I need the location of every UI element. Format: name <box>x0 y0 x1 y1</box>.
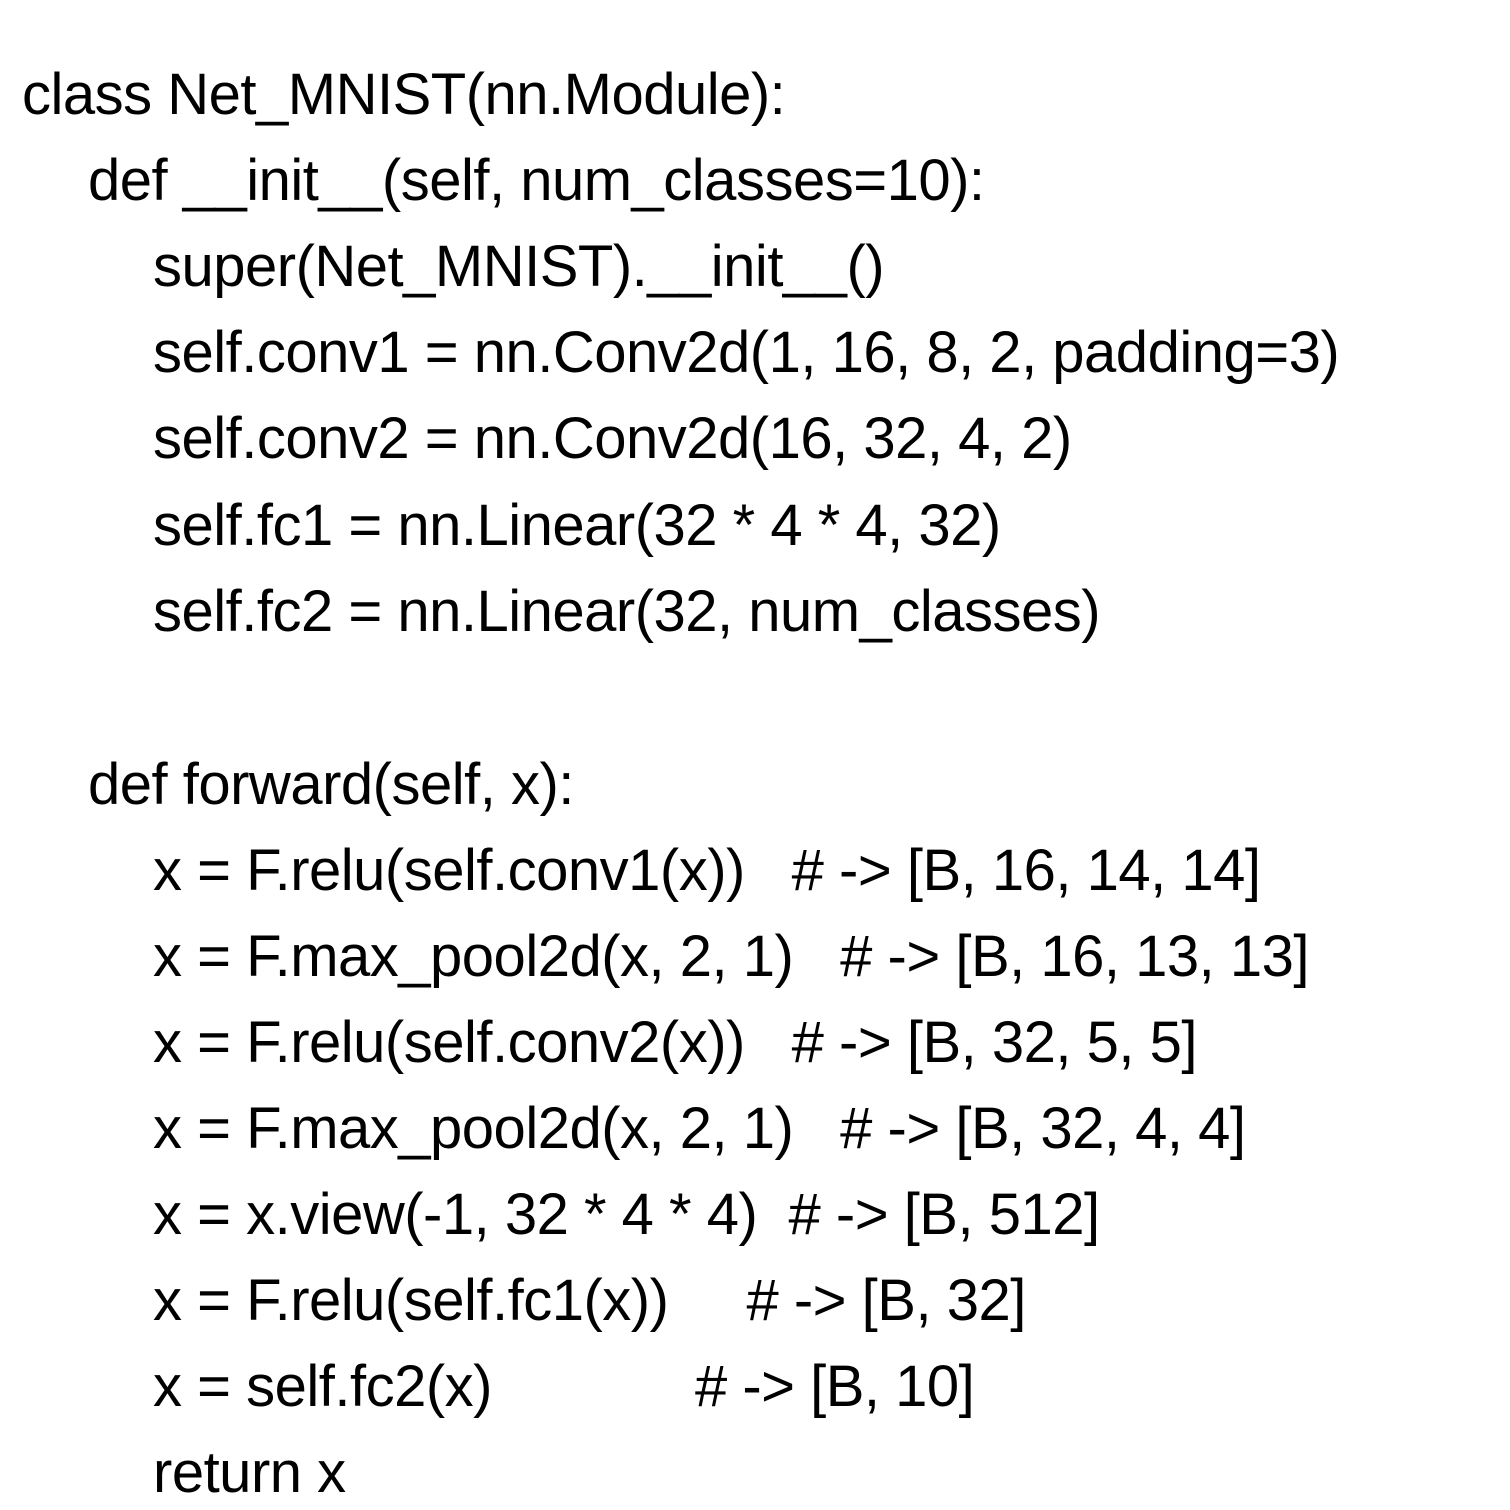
init-body-line: super(Net_MNIST).__init__() <box>153 234 885 299</box>
forward-body-line: x = self.fc2(x) # -> [B, 10] <box>153 1354 975 1419</box>
init-body-line: self.conv2 = nn.Conv2d(16, 32, 4, 2) <box>153 406 1072 471</box>
forward-body-line: return x <box>153 1440 346 1505</box>
forward-body-line: x = F.max_pool2d(x, 2, 1) # -> [B, 16, 1… <box>153 924 1309 989</box>
forward-definition-line: def forward(self, x): <box>88 752 574 817</box>
init-definition-line: def __init__(self, num_classes=10): <box>88 148 985 213</box>
init-body-line: self.fc2 = nn.Linear(32, num_classes) <box>153 579 1101 644</box>
init-body-line: self.fc1 = nn.Linear(32 * 4 * 4, 32) <box>153 493 1001 558</box>
forward-body-line: x = F.relu(self.conv2(x)) # -> [B, 32, 5… <box>153 1010 1197 1075</box>
forward-body-line: x = F.relu(self.conv1(x)) # -> [B, 16, 1… <box>153 838 1261 903</box>
forward-body-line: x = F.max_pool2d(x, 2, 1) # -> [B, 32, 4… <box>153 1096 1246 1161</box>
forward-body-line: x = F.relu(self.fc1(x)) # -> [B, 32] <box>153 1268 1026 1333</box>
forward-body-line: x = x.view(-1, 32 * 4 * 4) # -> [B, 512] <box>153 1182 1100 1247</box>
init-body-line: self.conv1 = nn.Conv2d(1, 16, 8, 2, padd… <box>153 320 1340 385</box>
class-declaration-line: class Net_MNIST(nn.Module): <box>22 62 786 127</box>
